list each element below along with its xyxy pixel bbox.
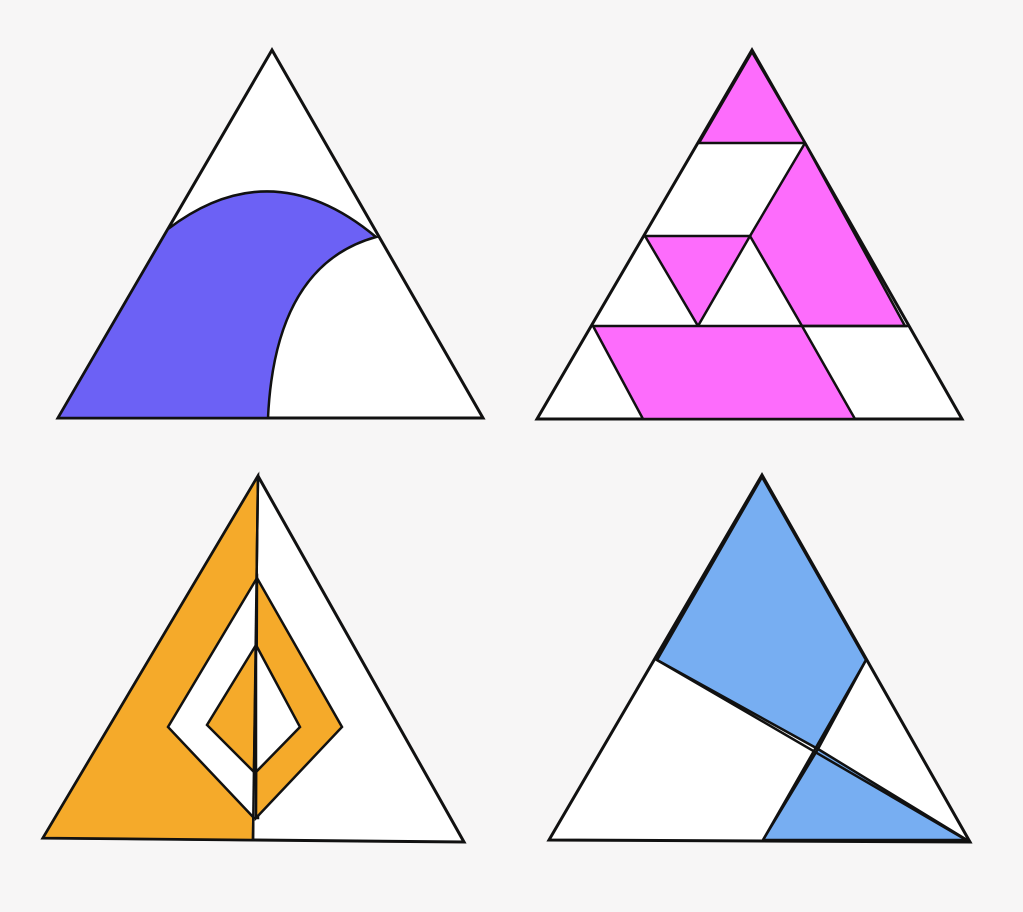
wave-shape bbox=[55, 190, 379, 420]
wave-triangle bbox=[55, 47, 486, 420]
diagonal-line bbox=[656, 658, 969, 843]
cross-line bbox=[761, 659, 868, 841]
center-divider bbox=[251, 475, 260, 841]
bottom-parallelogram-tile bbox=[590, 324, 858, 421]
nested-diamond-triangle bbox=[40, 471, 467, 844]
inverted-triangle-tile bbox=[642, 234, 753, 329]
split-triangle bbox=[546, 471, 973, 844]
lower-right-triangle bbox=[760, 747, 972, 842]
top-tile bbox=[696, 49, 808, 145]
tiled-triangle bbox=[534, 46, 965, 421]
